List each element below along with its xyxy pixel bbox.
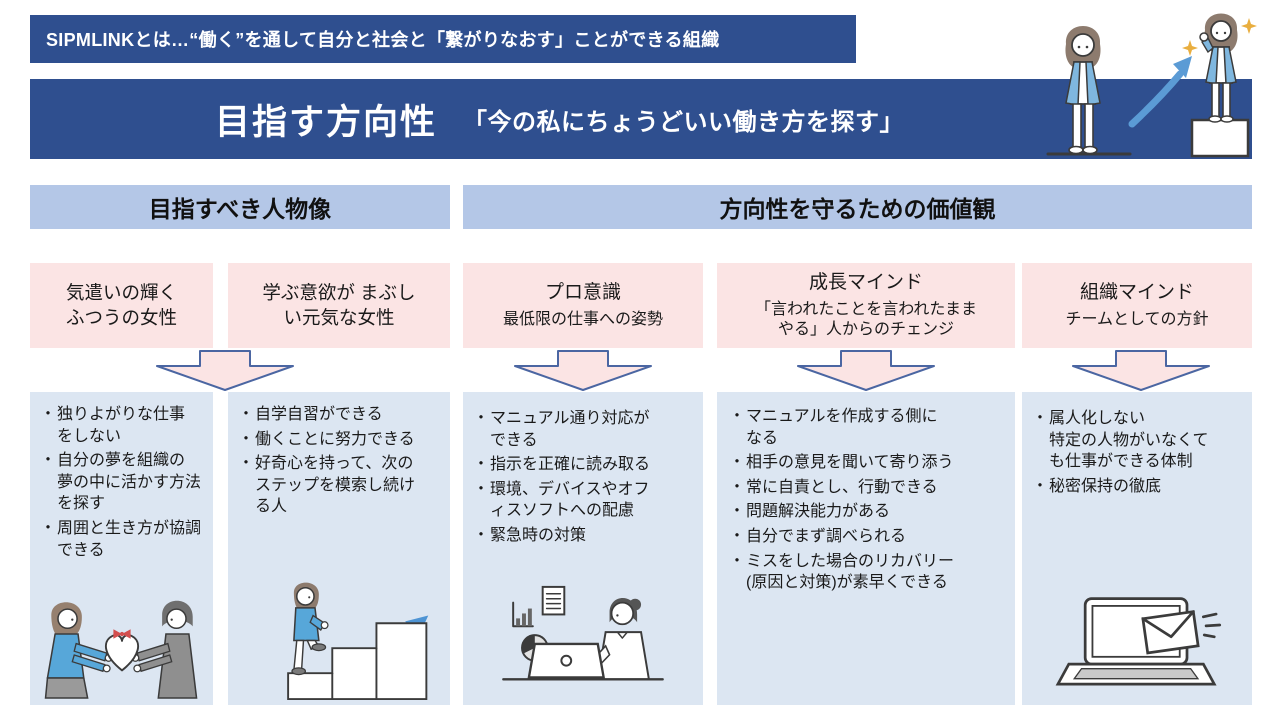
bullet-item: ・秘密保持の徹底 bbox=[1032, 477, 1162, 495]
sparkle-icon bbox=[1241, 18, 1257, 34]
sparkle-icon bbox=[1182, 40, 1198, 56]
down-arrow-icon bbox=[156, 350, 294, 391]
bullet-item: ・指示を正確に読み取る bbox=[473, 456, 651, 474]
category-box-eager-learner: 学ぶ意欲が まぶし い元気な女性 bbox=[228, 263, 450, 348]
bar-chart-icon bbox=[512, 601, 534, 628]
raised-fist bbox=[1199, 32, 1209, 42]
handing-heart-illustration bbox=[44, 600, 197, 699]
bullet-item: ・属人化しない 特定の人物がいなくて も仕事ができる体制 bbox=[1032, 410, 1209, 471]
category-title: 組織マインド bbox=[1079, 281, 1194, 303]
category-box-caring-woman: 気遣いの輝く ふつうの女性 bbox=[30, 263, 213, 348]
bullet-item: ・好奇心を持って、次の ステップを模索し続け る人 bbox=[238, 455, 416, 516]
laptop-work-illustration bbox=[502, 585, 664, 681]
category-title: 成長マインド bbox=[808, 271, 923, 293]
pedestal-box bbox=[1190, 118, 1250, 158]
category-subtitle: 「言われたことを言われたまま やる」人からのチェンジ bbox=[755, 301, 977, 339]
category-subtitle: チームとしての方針 bbox=[1065, 311, 1209, 329]
section-header-values: 方向性を守るための価値観 bbox=[463, 185, 1252, 229]
direction-title: 目指す方向性 bbox=[215, 102, 438, 142]
document-icon bbox=[541, 585, 566, 616]
down-arrow-icon bbox=[514, 350, 652, 391]
bullet-list: ・マニュアルを作成する側に なる・相手の意見を聞いて寄り添う・常に自責とし、行動… bbox=[729, 406, 1005, 594]
category-subtitle: 最低限の仕事への姿勢 bbox=[502, 311, 663, 329]
direction-quote: 「今の私にちょうどいい働き方を探す」 bbox=[463, 108, 905, 136]
detail-box-caring-woman: ・独りよがりな仕事 をしない・自分の夢を組織の 夢の中に活かす方法 を探す・周囲… bbox=[30, 392, 213, 705]
bullet-item: ・常に自責とし、行動できる bbox=[729, 478, 938, 496]
bullet-list: ・属人化しない 特定の人物がいなくて も仕事ができる体制・秘密保持の徹底 bbox=[1032, 408, 1244, 497]
detail-box-growth-mind: ・マニュアルを作成する側に なる・相手の意見を聞いて寄り添う・常に自責とし、行動… bbox=[717, 392, 1015, 705]
section-header-persona: 目指すべき人物像 bbox=[30, 185, 450, 229]
laptop-email-illustration bbox=[1055, 597, 1222, 686]
definition-text: SIPMLINKとは…“働く”を通して自分と社会と「繋がりなおす」ことができる組… bbox=[46, 30, 720, 50]
upward-arrow-icon bbox=[1128, 70, 1184, 128]
growth-step-up-illustration bbox=[1046, 13, 1257, 158]
detail-box-professionalism: ・マニュアル通り対応が できる・指示を正確に読み取る・環境、デバイスやオフ ィス… bbox=[463, 392, 703, 705]
detail-box-eager-learner: ・自学自習ができる・働くことに努力できる・好奇心を持って、次の ステップを模索し… bbox=[228, 392, 450, 705]
bullet-item: ・問題解決能力がある bbox=[729, 503, 891, 521]
category-title: 学ぶ意欲が まぶし い元気な女性 bbox=[262, 281, 416, 328]
bullet-item: ・環境、デバイスやオフ ィスソフトへの配慮 bbox=[473, 480, 650, 520]
heart-gift bbox=[104, 634, 139, 672]
bullet-item: ・マニュアル通り対応が できる bbox=[473, 410, 650, 449]
down-arrow-icon bbox=[797, 350, 935, 391]
bullet-item: ・自分の夢を組織の 夢の中に活かす方法 を探す bbox=[40, 452, 202, 513]
bullet-list: ・独りよがりな仕事 をしない・自分の夢を組織の 夢の中に活かす方法 を探す・周囲… bbox=[40, 404, 205, 561]
detail-box-org-mind: ・属人化しない 特定の人物がいなくて も仕事ができる体制・秘密保持の徹底 bbox=[1022, 392, 1252, 705]
down-arrow-icon bbox=[1072, 350, 1210, 391]
category-box-org-mind: 組織マインド チームとしての方針 bbox=[1022, 263, 1252, 348]
bullet-item: ・ミスをした場合のリカバリー (原因と対策)が素早くできる bbox=[729, 552, 955, 592]
category-title: 気遣いの輝く ふつうの女性 bbox=[65, 281, 177, 328]
bullet-list: ・自学自習ができる・働くことに努力できる・好奇心を持って、次の ステップを模索し… bbox=[238, 404, 442, 518]
bullet-item: ・周囲と生き方が協調 できる bbox=[40, 519, 202, 559]
bullet-item: ・緊急時の対策 bbox=[473, 526, 587, 544]
bullet-item: ・自分でまず調べられる bbox=[729, 527, 907, 545]
direction-banner: 目指す方向性 「今の私にちょうどいい働き方を探す」 bbox=[30, 79, 1252, 159]
category-box-professionalism: プロ意識 最低限の仕事への姿勢 bbox=[463, 263, 703, 348]
climbing-stairs-illustration bbox=[287, 582, 429, 701]
bullet-item: ・マニュアルを作成する側に なる bbox=[729, 408, 938, 447]
envelope-icon bbox=[1141, 610, 1200, 655]
bullet-list: ・マニュアル通り対応が できる・指示を正確に読み取る・環境、デバイスやオフ ィス… bbox=[473, 408, 695, 547]
category-box-growth-mind: 成長マインド 「言われたことを言われたまま やる」人からのチェンジ bbox=[717, 263, 1015, 348]
bullet-item: ・自学自習ができる bbox=[238, 406, 383, 423]
bullet-item: ・働くことに努力できる bbox=[238, 430, 415, 448]
bullet-item: ・相手の意見を聞いて寄り添う bbox=[729, 454, 954, 472]
category-title: プロ意識 bbox=[544, 281, 621, 303]
bullet-item: ・独りよがりな仕事 をしない bbox=[40, 406, 186, 445]
definition-banner: SIPMLINKとは…“働く”を通して自分と社会と「繋がりなおす」ことができる組… bbox=[30, 15, 856, 63]
